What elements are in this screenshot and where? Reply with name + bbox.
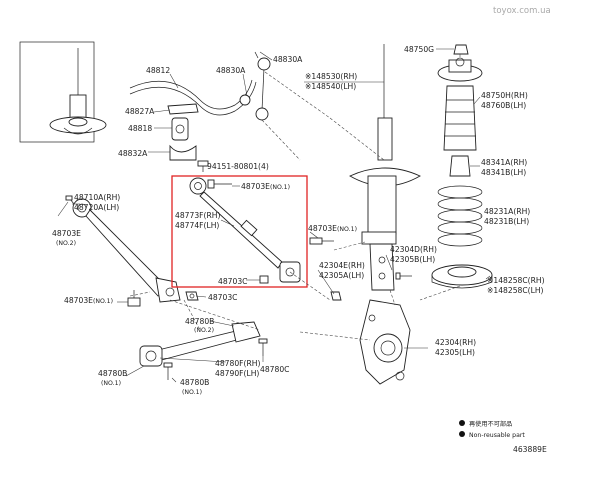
label-42305A: 42305A(LH) <box>319 271 364 280</box>
label-48830A-top: 48830A <box>273 55 303 64</box>
bolt-48703E-no1-box <box>207 179 232 189</box>
label-no1-c: (NO.1) <box>337 226 357 233</box>
non-reusable-marker-icon <box>459 431 465 437</box>
label-48703E-no1-bottom: 48703E <box>64 296 93 305</box>
legend: 再使用不可部品 Non-reusable part <box>459 420 525 439</box>
lower-arm-48780F <box>139 321 261 367</box>
bolt-48780C <box>258 338 268 356</box>
bracket-48832A <box>169 144 197 161</box>
label-94151: 94151-80801(4) <box>207 162 269 171</box>
label-48773F: 48773F(RH) <box>175 211 220 220</box>
stabilizer-bushing-48818 <box>171 117 189 141</box>
label-no2-b: (NO.2) <box>194 327 214 334</box>
label-no1-a: (NO.1) <box>93 298 113 305</box>
label-48827A: 48827A <box>125 107 155 116</box>
label-48258C-rh: ※148258C(RH) <box>487 276 545 285</box>
bolt-48703E-no1-right <box>309 237 334 245</box>
steering-knuckle-42304 <box>359 299 411 385</box>
label-48780B-no2: 48780B <box>185 317 214 326</box>
legend-english-text: Non-reusable part <box>469 432 525 439</box>
suspension-arm-48710A <box>72 198 181 303</box>
label-48790F: 48790F(LH) <box>215 369 259 378</box>
bolt-48780B-no1-bottom <box>163 362 173 380</box>
bumper-48341A <box>449 155 471 177</box>
label-48703E-no1-right: 48703E <box>308 224 337 233</box>
toe-control-rod-48773F <box>189 177 301 283</box>
part-labels: 48812 48830A 48830A 48827A 48818 48832A … <box>52 45 545 396</box>
label-48231B: 48231B(LH) <box>484 217 529 226</box>
coil-spring-48231A <box>437 185 483 247</box>
watermark-text: toyox.com.ua <box>493 6 551 16</box>
label-48540: ※148540(LH) <box>305 82 356 91</box>
label-no2-a: (NO.2) <box>56 240 76 247</box>
label-48830A: 48830A <box>216 66 246 75</box>
label-42304: 42304(RH) <box>435 338 476 347</box>
nut-48703C-box <box>259 275 269 284</box>
label-48703E-no2: 48703E <box>52 229 81 238</box>
label-48703C-box: 48703C <box>218 277 247 286</box>
stabilizer-link-48830A <box>239 51 271 121</box>
label-no1-d: (NO.1) <box>101 380 121 387</box>
label-48703C-bottom: 48703C <box>208 293 237 302</box>
label-no1-b: (NO.1) <box>270 184 290 191</box>
upper-support-48750H <box>437 57 483 82</box>
label-48341B: 48341B(LH) <box>481 168 526 177</box>
highlight-box <box>171 175 308 288</box>
label-48720A: 48720A(LH) <box>74 203 119 212</box>
assembly-lines <box>129 54 461 341</box>
lower-insulator-48258C <box>431 264 493 289</box>
label-48231A: 48231A(RH) <box>484 207 530 216</box>
label-48760B: 48760B(LH) <box>481 101 526 110</box>
diagram-id: 463889E <box>513 445 547 454</box>
label-48710A: 48710A(RH) <box>74 193 120 202</box>
label-48530: ※148530(RH) <box>305 72 357 81</box>
bolt-48703E-no1-bottom <box>127 290 141 307</box>
label-48780B-no1: 48780B <box>98 369 127 378</box>
nut-48703C-bottom <box>185 291 199 301</box>
label-42304E: 42304E(RH) <box>319 261 365 270</box>
nut-42304E <box>330 291 342 301</box>
label-48812: 48812 <box>146 66 170 75</box>
label-48341A: 48341A(RH) <box>481 158 527 167</box>
bushing-retainer-48827A <box>167 103 199 115</box>
non-reusable-marker-icon <box>459 420 465 426</box>
bolt-42304D <box>395 272 412 280</box>
dust-boot-48750H <box>443 85 477 151</box>
label-no1-e: (NO.1) <box>182 389 202 396</box>
legend-japanese-text: 再使用不可部品 <box>469 420 512 428</box>
label-42305: 42305(LH) <box>435 348 475 357</box>
strut-inset-illustration <box>19 41 107 143</box>
label-48832A: 48832A <box>118 149 148 158</box>
label-48818: 48818 <box>128 124 152 133</box>
label-48703E-no1-box: 48703E <box>241 182 270 191</box>
bolt-48703E-no2 <box>65 195 75 205</box>
label-48780B-bottom: 48780B <box>180 378 209 387</box>
label-42305B: 42305B(LH) <box>390 255 435 264</box>
upper-support-nut-48750G <box>453 44 469 55</box>
label-48774F: 48774F(LH) <box>175 221 219 230</box>
leader-lines <box>57 48 491 383</box>
label-48750H: 48750H(RH) <box>481 91 528 100</box>
label-48780F: 48780F(RH) <box>215 359 260 368</box>
label-48258C-lh: ※148258C(LH) <box>487 286 544 295</box>
label-42304D: 42304D(RH) <box>390 245 437 254</box>
bolt-94151 <box>197 160 209 172</box>
label-48750G: 48750G <box>404 45 434 54</box>
label-48780C: 48780C <box>260 365 289 374</box>
